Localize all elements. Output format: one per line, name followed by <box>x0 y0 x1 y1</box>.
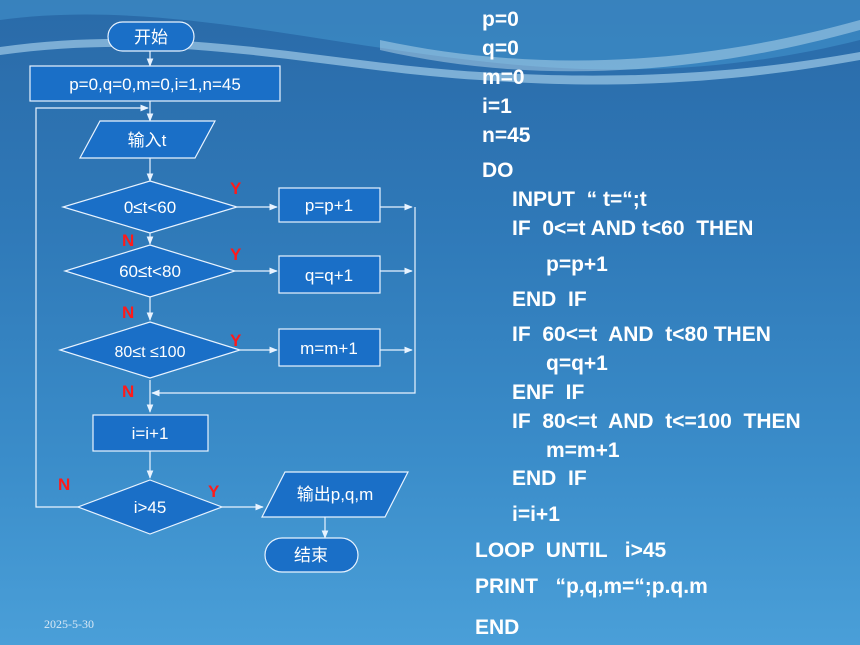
code-line: LOOP UNTIL i>45 <box>475 539 667 562</box>
action-3-label: m=m+1 <box>300 339 358 358</box>
no-label-2: N <box>122 303 134 322</box>
yes-label-loop: Y <box>208 482 220 501</box>
condition-1-label: 0≤t<60 <box>124 198 176 217</box>
condition-2-diamond: 60≤t<80 <box>62 244 238 298</box>
code-line: q=0 <box>482 37 519 60</box>
code-line: q=q+1 <box>546 352 608 375</box>
loop-condition-diamond: i>45 <box>76 479 224 535</box>
background-swoosh <box>0 0 860 85</box>
no-label-1: N <box>122 231 134 250</box>
condition-1-diamond: 0≤t<60 <box>60 180 240 234</box>
code-line: END <box>475 616 520 639</box>
output-parallelogram: 输出p,q,m <box>261 471 409 518</box>
code-line: IF 0<=t AND t<60 THEN <box>512 217 754 240</box>
flowchart: 开始 p=0,q=0,m=0,i=1,n=45 输入t 0≤t<60 p=p+1… <box>29 21 416 573</box>
code-line: m=m+1 <box>546 439 620 462</box>
no-label-loop: N <box>58 475 70 494</box>
code-line: i=i+1 <box>512 503 560 526</box>
code-line: END IF <box>512 467 587 490</box>
code-line: m=0 <box>482 66 525 89</box>
start-label: 开始 <box>134 28 168 47</box>
input-parallelogram: 输入t <box>78 120 217 159</box>
code-line: IF 80<=t AND t<=100 THEN <box>512 410 801 433</box>
condition-3-label: 80≤t ≤100 <box>115 344 186 361</box>
condition-2-label: 60≤t<80 <box>119 262 181 281</box>
code-line: p=p+1 <box>546 253 608 276</box>
code-line: PRINT “p,q,m=“;p.q.m <box>475 575 708 598</box>
condition-3-diamond: 80≤t ≤100 <box>57 321 243 379</box>
code-line: p=0 <box>482 8 519 31</box>
output-label: 输出p,q,m <box>297 485 374 504</box>
code-line: i=1 <box>482 95 512 118</box>
increment-label: i=i+1 <box>132 424 169 443</box>
start-terminal: 开始 <box>107 21 195 52</box>
yes-label-3: Y <box>230 331 242 350</box>
yes-label-2: Y <box>230 245 242 264</box>
end-label: 结束 <box>294 546 328 565</box>
yes-label-1: Y <box>230 179 242 198</box>
init-box: p=0,q=0,m=0,i=1,n=45 <box>29 65 281 102</box>
end-terminal: 结束 <box>264 537 359 573</box>
loop-condition-label: i>45 <box>134 498 167 517</box>
action-1-box: p=p+1 <box>278 187 381 223</box>
code-line: DO <box>482 159 514 182</box>
increment-box: i=i+1 <box>92 414 209 452</box>
init-label: p=0,q=0,m=0,i=1,n=45 <box>69 75 241 94</box>
code-line: IF 60<=t AND t<80 THEN <box>512 323 771 346</box>
code-line: ENF IF <box>512 381 585 404</box>
action-2-label: q=q+1 <box>305 266 353 285</box>
code-line: n=45 <box>482 124 531 147</box>
no-label-3: N <box>122 382 134 401</box>
code-line: END IF <box>512 288 587 311</box>
action-2-box: q=q+1 <box>278 255 381 294</box>
action-1-label: p=p+1 <box>305 196 353 215</box>
footer-date: 2025-5-30 <box>44 617 94 631</box>
input-label: 输入t <box>128 131 167 150</box>
action-3-box: m=m+1 <box>278 328 381 367</box>
code-line: INPUT “ t=“;t <box>512 188 647 211</box>
